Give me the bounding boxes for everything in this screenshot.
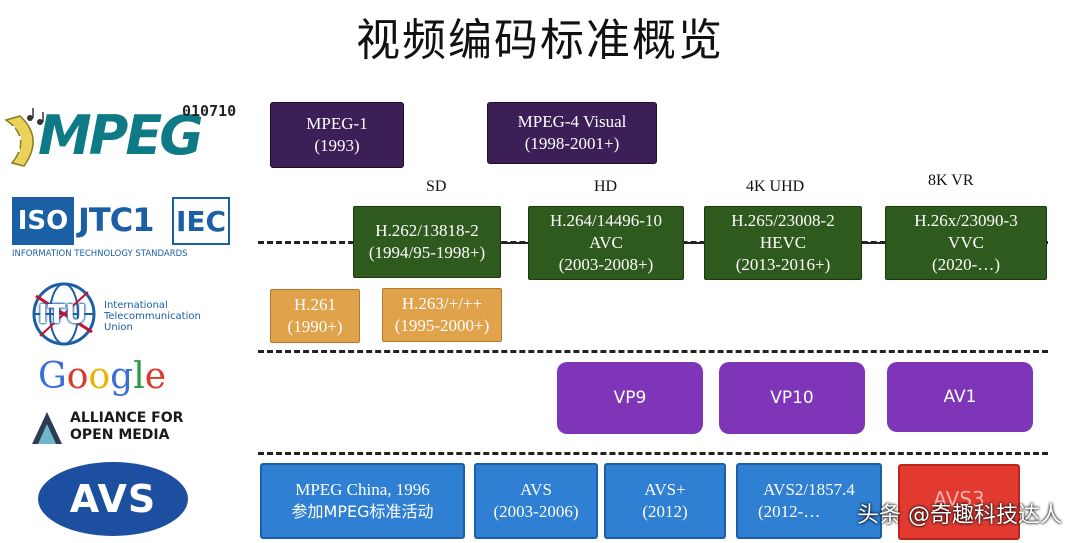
jtc-connector [862,242,886,244]
itu-line-2: Telecommunication [104,311,201,322]
mpeg-1-box: MPEG-1 (1993) [270,102,404,168]
avs-name: AVS [520,480,552,499]
google-logo: Google [38,356,167,397]
avs-logo-text: AVS [69,477,157,521]
itu-line-1: International [104,300,168,311]
mpeg-1-name: MPEG-1 [306,114,368,133]
resolution-label-8k-vr: 8K VR [928,172,974,189]
aom-line-2: OPEN MEDIA [70,427,170,443]
vp10-label: VP10 [770,388,814,408]
avs-box: AVS (2003-2006) [474,463,598,539]
separator-line-avs [258,452,1048,455]
itu-line-3: Union [104,322,133,333]
resolution-label-sd: SD [426,178,447,195]
mpeg-1-years: (1993) [314,136,360,155]
mpeg-china-line-2: 参加MPEG标准活动 [291,502,434,521]
info-tech-standards-caption: INFORMATION TECHNOLOGY STANDARDS [12,249,188,259]
itu-logo-text: ITU [38,300,87,330]
avs-plus-name: AVS+ [644,480,686,499]
av1-label: AV1 [943,387,977,407]
h26x-codec: VVC [948,233,984,252]
mpeg-logo-text: MPEG [38,104,204,167]
itu-logo: ITU International Telecommunication Unio… [26,276,236,350]
h261-years: (1990+) [287,317,343,336]
mpeg-4-visual-box: MPEG-4 Visual (1998-2001+) [487,102,657,164]
page-title: 视频编码标准概览 [356,15,724,66]
avs2-years: (2012-… [758,502,821,521]
vp9-label: VP9 [613,388,647,408]
resolution-label-hd: HD [594,178,618,195]
h261-box: H.261 (1990+) [270,289,360,343]
globe-icon [32,282,96,346]
resolution-label-4k-uhd: 4K UHD [746,178,805,195]
h264-avc-box: H.264/14496-10 AVC (2003-2008+) [528,206,684,280]
h263-name: H.263/+/++ [401,294,483,313]
h264-years: (2003-2008+) [558,255,654,274]
avs-years: (2003-2006) [493,502,579,521]
aom-line-1: ALLIANCE FOR [70,410,184,426]
h264-codec: AVC [589,233,623,252]
film-strip-icon [4,108,44,167]
avs-plus-box: AVS+ (2012) [604,463,726,539]
iso-jtc1-iec-logo: ISO JTC1 IEC INFORMATION TECHNOLOGY STAN… [12,195,234,261]
h265-years: (2013-2016+) [735,255,831,274]
h263-box: H.263/+/++ (1995-2000+) [382,288,502,342]
h262-name: H.262/13818-2 [375,221,479,240]
av1-box: AV1 [887,362,1033,432]
h26x-years: (2020-…) [932,255,1000,274]
mpeg-logo: MPEG 010710 [0,98,240,170]
h26x-vvc-box: H.26x/23090-3 VVC (2020-…) [885,206,1047,280]
mpeg-china-box: MPEG China, 1996 参加MPEG标准活动 [260,463,465,539]
h262-years: (1994/95-1998+) [368,243,486,262]
avs3-label: AVS3 [933,487,985,511]
avs3-box: AVS3 [898,464,1020,540]
mpeg-4-visual-name: MPEG-4 Visual [517,112,627,131]
jtc1-logo-text: JTC1 [78,201,154,239]
avs-logo: AVS [38,462,188,536]
h265-name: H.265/23008-2 [731,211,835,230]
mpeg-4-visual-years: (1998-2001+) [524,134,620,153]
separator-line-itu [258,350,1048,353]
vp10-box: VP10 [719,362,865,434]
avs2-name: AVS2/1857.4 [763,480,855,499]
avs-plus-years: (2012) [642,502,688,521]
h262-box: H.262/13818-2 (1994/95-1998+) [353,206,501,278]
h261-name: H.261 [293,295,337,314]
aom-logo: ALLIANCE FOR OPEN MEDIA [30,408,190,448]
watermark: 头条 @奇趣科技达人 [857,503,1062,528]
h265-hevc-box: H.265/23008-2 HEVC (2013-2016+) [704,206,862,280]
h264-name: H.264/14496-10 [550,211,662,230]
mpeg-china-line-1: MPEG China, 1996 [295,480,430,499]
iec-logo-text: IEC [172,197,230,245]
jtc-connector [682,242,706,244]
avs2-box: AVS2/1857.4 (2012-… [736,463,882,539]
aom-triangle-icon [32,412,62,444]
iso-logo-text: ISO [12,197,74,245]
h265-codec: HEVC [759,233,807,252]
mpeg-logo-digits: 010710 [182,102,237,120]
h26x-name: H.26x/23090-3 [914,211,1018,230]
h263-years: (1995-2000+) [394,316,490,335]
vp9-box: VP9 [557,362,703,434]
jtc-connector [500,242,530,244]
